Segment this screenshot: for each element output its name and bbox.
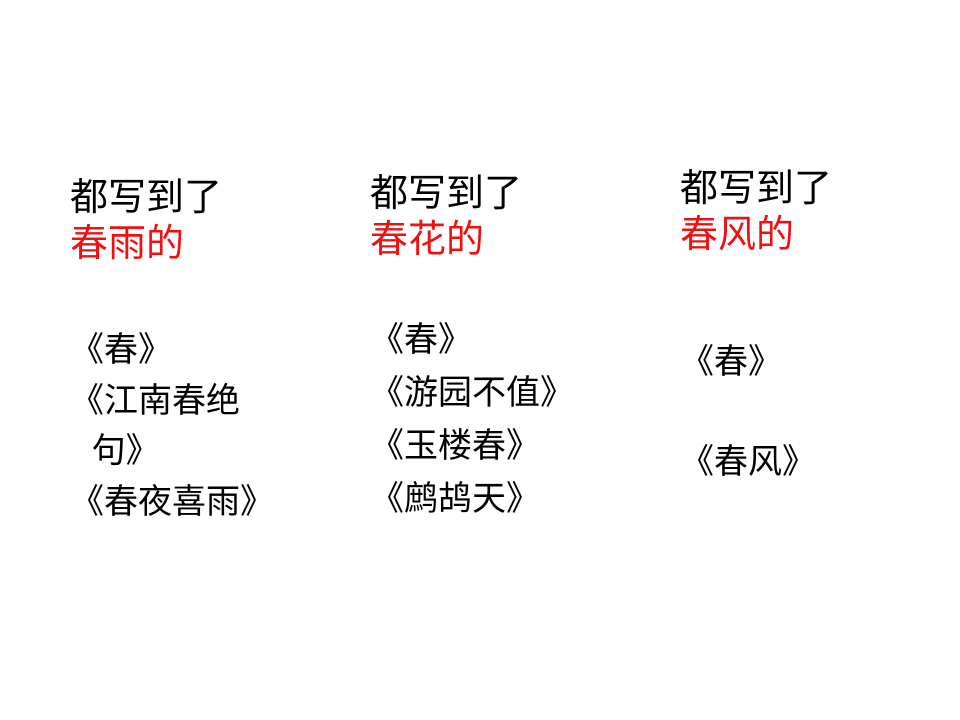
poem-title: 《鹧鸪天》 <box>370 479 540 519</box>
poem-title: 《春》 <box>70 330 172 370</box>
column-heading: 都写到了 春花的 <box>370 170 650 262</box>
poem-title: 《春风》 <box>680 442 816 482</box>
poem-list: 《春》 《游园不值》 《玉楼春》 《鹧鸪天》 <box>370 314 650 526</box>
poem-list: 《春》 《江南春绝 句》 《春夜喜雨》 <box>70 324 350 528</box>
poem-title: 《春》 <box>370 320 472 360</box>
heading-line-1: 都写到了 <box>370 171 523 215</box>
heading-line-1: 都写到了 <box>680 166 833 210</box>
column-spring-flowers: 都写到了 春花的 《春》 《游园不值》 《玉楼春》 《鹧鸪天》 <box>370 170 650 526</box>
column-spring-rain: 都写到了 春雨的 《春》 《江南春绝 句》 《春夜喜雨》 <box>70 174 350 528</box>
poem-title: 《游园不值》 <box>370 373 574 413</box>
heading-topic-spring-flowers: 春花的 <box>370 217 485 261</box>
column-spring-wind: 都写到了 春风的 《春》 《春风》 <box>680 165 960 487</box>
poem-list: 《春》 《春风》 <box>680 337 960 487</box>
poem-title: 《江南春绝 句》 <box>70 381 240 471</box>
heading-topic-spring-rain: 春雨的 <box>70 221 185 265</box>
poem-title: 《春》 <box>680 342 782 382</box>
poem-title: 《玉楼春》 <box>370 426 540 466</box>
column-heading: 都写到了 春雨的 <box>70 174 350 266</box>
column-heading: 都写到了 春风的 <box>680 165 960 257</box>
heading-line-1: 都写到了 <box>70 175 223 219</box>
heading-topic-spring-wind: 春风的 <box>680 212 795 256</box>
poem-title: 《春夜喜雨》 <box>70 482 274 522</box>
